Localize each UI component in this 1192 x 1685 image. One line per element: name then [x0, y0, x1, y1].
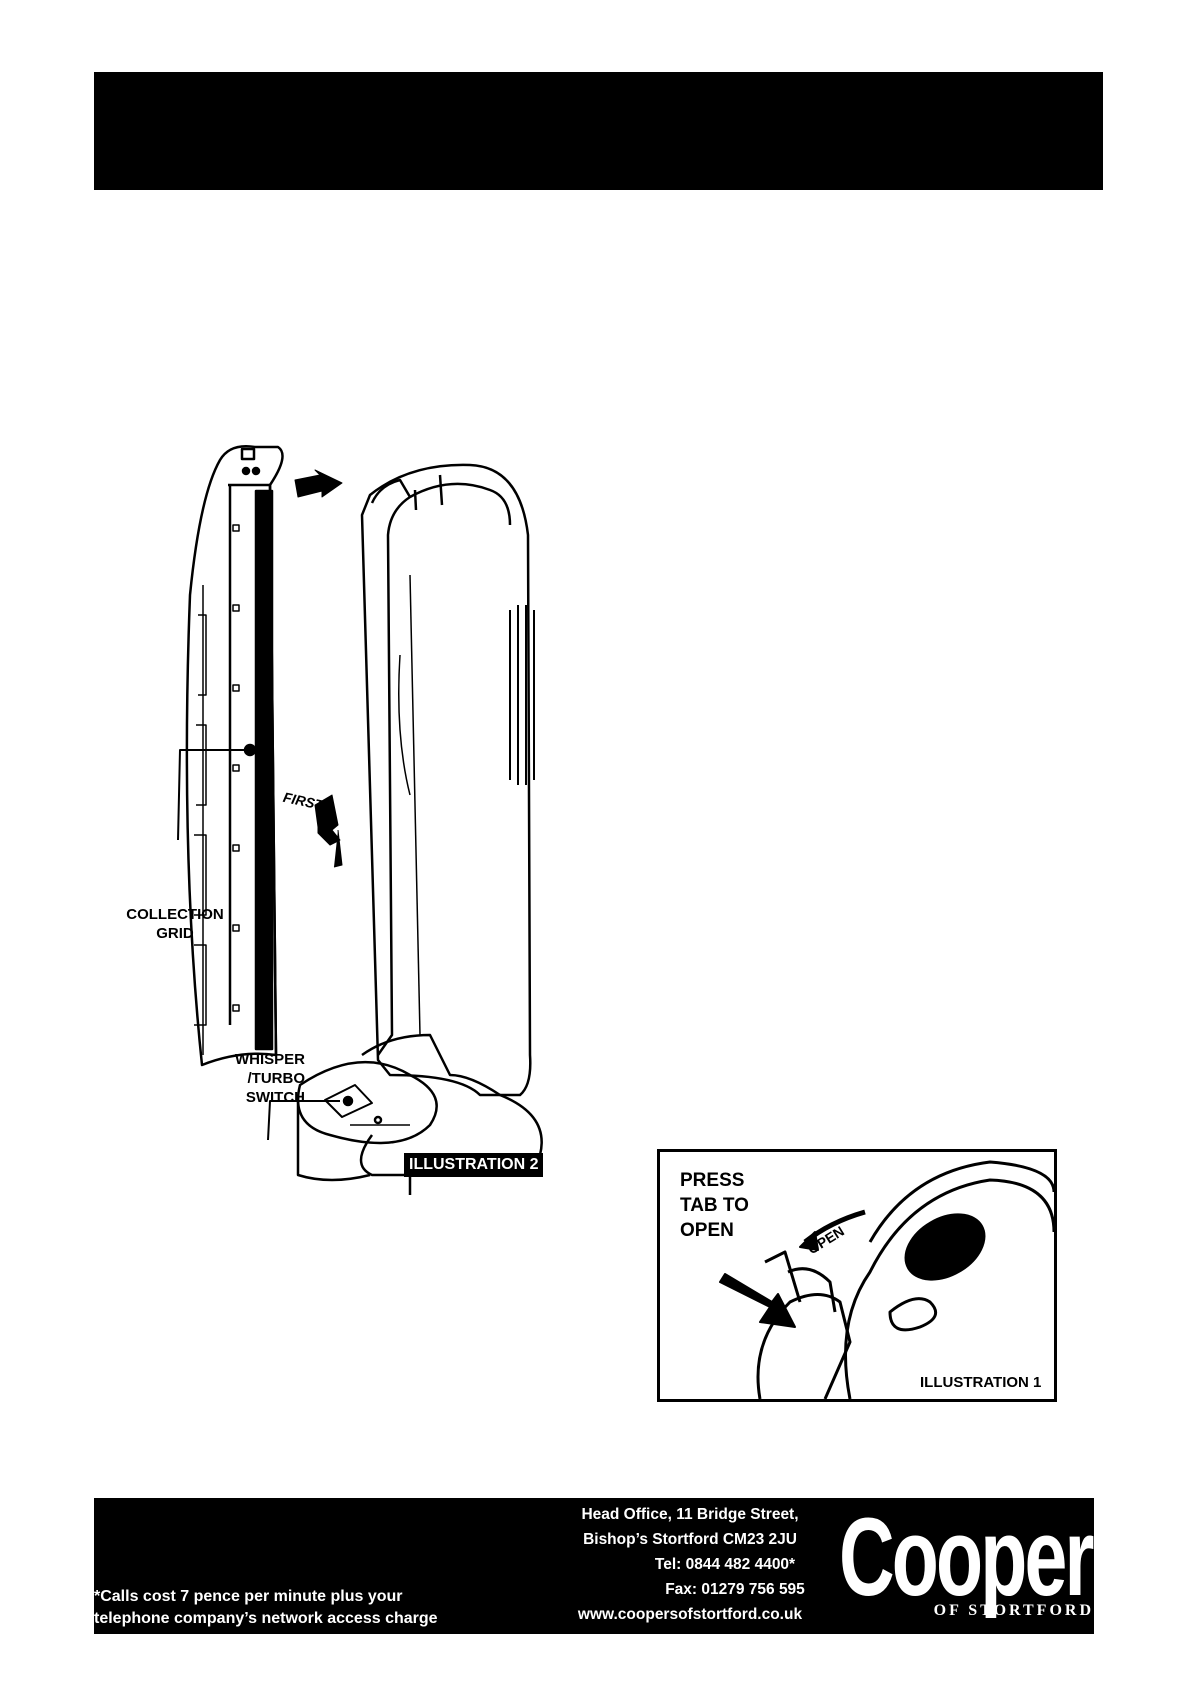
phone-number: Tel: 0844 482 4400* [654, 1556, 796, 1573]
whisper-turbo-switch-label: WHISPER /TURBO SWITCH [234, 1051, 305, 1106]
fax-number: Fax: 01279 756 595 [665, 1581, 805, 1598]
illustration-1-tag: ILLUSTRATION 1 [920, 1374, 1042, 1391]
header-bar [94, 72, 1103, 190]
head-office-address: Head Office, 11 Bridge Street, Bishop’s … [520, 1502, 860, 1627]
footer: *Calls cost 7 pence per minute plus your… [94, 1496, 1135, 1634]
illustration-2 [110, 435, 570, 1195]
press-tab-drawing [719, 1160, 1054, 1399]
address-line: Head Office, 11 Bridge Street, [581, 1506, 799, 1523]
press-tab-text: PRESS TAB TO OPEN [680, 1170, 749, 1241]
collection-grid-label: COLLECTION GRID [126, 906, 224, 942]
coopers-logo: Coopers [839, 1496, 1135, 1619]
air-purifier-drawing [177, 445, 543, 1195]
illustration-1: PRESS TAB TO OPEN OPEN ILLUSTRATION 1 [657, 1149, 1057, 1402]
coopers-logo-subtitle: OF STORTFORD [933, 1602, 1094, 1619]
calls-cost-note: *Calls cost 7 pence per minute plus your… [94, 1588, 438, 1627]
illustration-2-tag: ILLUSTRATION 2 [404, 1153, 544, 1177]
website-url: www.coopersofstortford.co.uk [577, 1606, 803, 1623]
address-line: Bishop’s Stortford CM23 2JU [583, 1531, 797, 1548]
